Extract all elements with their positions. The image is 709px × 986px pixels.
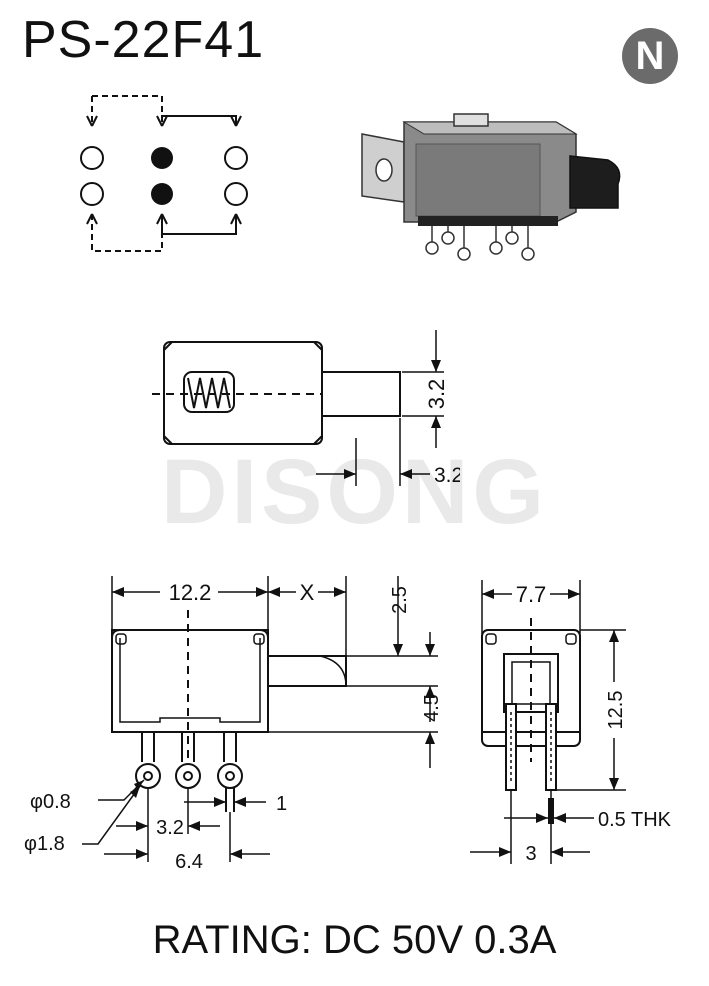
side-height-label: 3.2 — [424, 379, 449, 410]
span-label: 6.4 — [175, 851, 203, 873]
thickness-label: 0.5 THK — [598, 809, 672, 831]
part-number-title: PS-22F41 — [22, 11, 265, 69]
front-view-drawing: 12.2 X 2.5 4.5 — [24, 576, 443, 873]
rating-text: RATING: DC 50V 0.3A — [152, 918, 557, 962]
end-width-label: 7.7 — [516, 582, 547, 607]
end-span-label: 3 — [525, 843, 536, 865]
product-illustration — [361, 113, 621, 261]
end-view-drawing: 7.7 12.5 0.5 THK — [470, 580, 672, 865]
width-12-2-label: 12.2 — [169, 580, 212, 605]
contact-schematic — [80, 95, 248, 252]
travel-label: 3.2 TRAVEL — [434, 464, 460, 487]
hole-1-8-label: φ1.8 — [24, 833, 65, 855]
dim-4-5-label: 4.5 — [421, 694, 443, 722]
hole-0-8-label: φ0.8 — [30, 791, 71, 813]
x-dimension-label: X — [300, 580, 315, 605]
dim-2-5-label: 2.5 — [389, 586, 411, 614]
brand-logo-icon: N — [622, 28, 678, 84]
logo-letter: N — [635, 34, 665, 78]
side-view-drawing: 3.2 3.2 TRAVEL — [152, 330, 460, 487]
pin-width-label: 1 — [276, 793, 287, 815]
end-height-label: 12.5 — [605, 691, 627, 730]
pitch-label: 3.2 — [156, 817, 184, 839]
watermark-text: DISONG — [161, 441, 548, 543]
